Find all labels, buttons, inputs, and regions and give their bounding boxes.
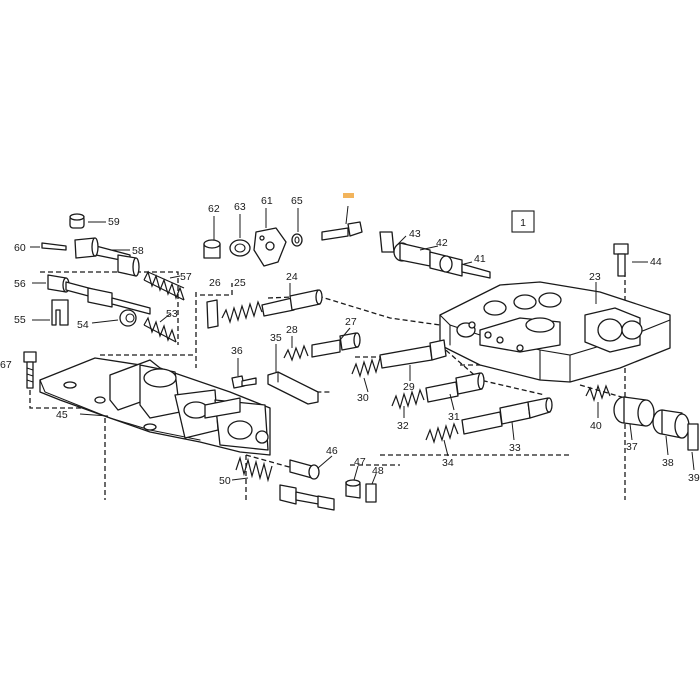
label-35: 35 — [270, 332, 282, 344]
part-67-bolt — [23, 351, 37, 389]
part-27-valve — [311, 332, 361, 358]
label-27: 27 — [345, 316, 357, 328]
part-47-plug — [345, 479, 361, 499]
part-59-cap — [69, 213, 85, 229]
label-45: 45 — [56, 409, 68, 421]
label-41: 41 — [474, 253, 486, 265]
label-34: 34 — [442, 457, 454, 469]
label-56: 56 — [14, 278, 26, 290]
part-24-valve — [261, 289, 323, 317]
part-30-spring — [351, 357, 381, 379]
group-label-box: 1 — [511, 210, 535, 233]
label-60: 60 — [14, 242, 26, 254]
label-54: 54 — [77, 319, 89, 331]
label-29: 29 — [403, 381, 415, 393]
leader-lines — [30, 205, 695, 485]
part-labels: 59 60 58 56 57 55 54 53 67 62 63 61 65 2… — [0, 195, 700, 487]
label-30: 30 — [357, 392, 369, 404]
label-47: 47 — [354, 456, 366, 468]
part-39-block — [687, 423, 699, 451]
part-60-pin — [41, 242, 67, 251]
label-63: 63 — [234, 201, 246, 213]
label-33: 33 — [509, 442, 521, 454]
label-43: 43 — [409, 228, 421, 240]
label-62: 62 — [208, 203, 220, 215]
label-39: 39 — [688, 472, 700, 484]
label-23: 23 — [589, 271, 601, 283]
part-36-screw — [231, 375, 257, 389]
label-36: 36 — [231, 345, 243, 357]
label-57: 57 — [180, 271, 192, 283]
part-61-cam-plate — [253, 227, 287, 267]
part-35-plate — [267, 371, 319, 405]
label-58: 58 — [132, 245, 144, 257]
label-65: 65 — [291, 195, 303, 207]
label-26: 26 — [209, 277, 221, 289]
label-67: 67 — [0, 359, 12, 371]
label-46: 46 — [326, 445, 338, 457]
label-50: 50 — [219, 475, 231, 487]
part-32-spring — [391, 388, 425, 411]
label-59: 59 — [108, 216, 120, 228]
label-48: 48 — [372, 465, 384, 477]
part-46-valve — [289, 459, 320, 480]
part-28-spring — [283, 344, 309, 362]
part-34-spring — [425, 422, 459, 445]
part-48-block — [365, 483, 377, 503]
label-53: 53 — [166, 308, 178, 320]
part-65-washer — [291, 233, 303, 247]
part-29-spool — [379, 339, 447, 369]
part-38-plug — [652, 409, 690, 439]
part-50-spool — [279, 484, 335, 511]
part-44-bolt — [613, 243, 629, 277]
label-44: 44 — [650, 256, 662, 268]
group-label: 1 — [520, 217, 526, 229]
part-63-spring — [229, 239, 251, 257]
label-61: 61 — [261, 195, 273, 207]
upper-valve-body — [439, 281, 671, 383]
part-58-spool — [74, 237, 140, 277]
part-42-spool — [393, 242, 431, 267]
part-62-plug — [203, 239, 221, 259]
part-37-plug — [613, 396, 655, 427]
label-24: 24 — [286, 271, 298, 283]
part-54-sleeve — [119, 309, 137, 327]
label-40: 40 — [590, 420, 602, 432]
highlight-marker — [343, 193, 354, 198]
part-53-spring — [143, 316, 177, 343]
lower-valve-body — [39, 357, 271, 456]
part-33-spool — [461, 397, 553, 435]
label-37: 37 — [626, 441, 638, 453]
part-31-spool — [425, 372, 485, 403]
part-41-spool — [429, 251, 491, 279]
part-56-spool — [47, 274, 151, 315]
part-40-spring — [585, 383, 611, 403]
label-25: 25 — [234, 277, 246, 289]
part-26-block — [206, 299, 219, 329]
label-38: 38 — [662, 457, 674, 469]
part-65-bolt — [321, 221, 363, 241]
label-55: 55 — [14, 314, 26, 326]
part-57-spring — [143, 270, 185, 301]
label-32: 32 — [397, 420, 409, 432]
part-50-spring — [235, 455, 273, 483]
part-55-clip — [51, 299, 69, 326]
part-25-spring — [221, 300, 263, 325]
label-31: 31 — [448, 411, 460, 423]
label-28: 28 — [286, 324, 298, 336]
label-42: 42 — [436, 237, 448, 249]
part-43-plug — [379, 231, 395, 253]
